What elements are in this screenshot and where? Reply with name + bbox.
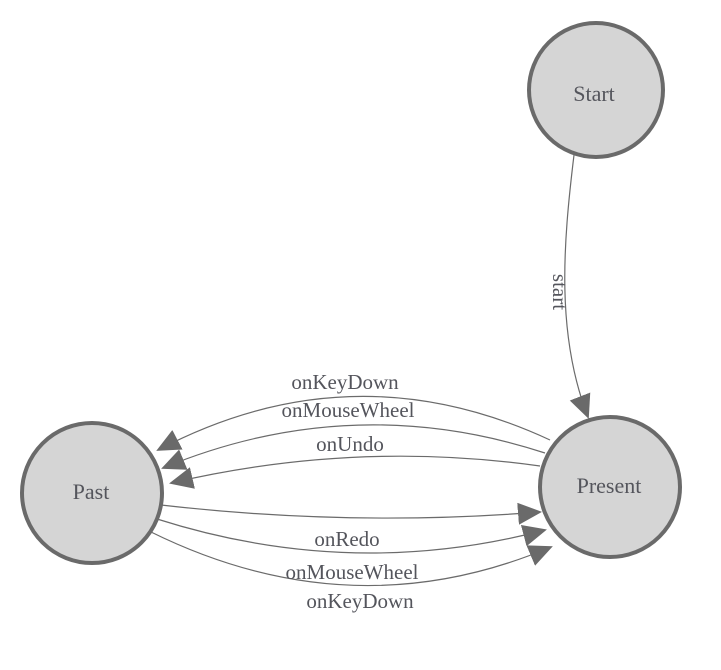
edge-past-to-present-onKeyDown [150,531,553,587]
edge-start-to-present-start [564,154,591,419]
state-node-start [527,21,665,159]
state-node-label-past: Past [73,479,110,504]
edge-label-onKeyDown: onKeyDown [306,589,414,613]
edge-label-onRedo: onRedo [314,527,379,551]
state-node-label-start: Start [573,81,615,106]
edge-label-onMouseWheel: onMouseWheel [286,560,419,584]
edge-present-to-past-onKeyDown [156,395,551,451]
edge-present-to-past-onMouseWheel [161,424,546,470]
state-node-present [538,415,682,559]
edge-label-onUndo: onUndo [316,432,384,456]
state-node-past [20,421,164,565]
edges-layer [150,154,591,587]
edge-label-start: start [548,274,572,310]
edge-past-to-present-onMouseWheel [156,518,547,554]
edge-label-onMouseWheel: onMouseWheel [282,398,415,422]
edge-past-to-present-onRedo [160,502,542,525]
edge-present-to-past-onUndo [169,455,541,489]
state-node-label-present: Present [577,473,642,498]
edge-label-onKeyDown: onKeyDown [291,370,399,394]
edge-labels-layer: start onKeyDown onMouseWheel onUndo onRedo on… [282,274,572,613]
